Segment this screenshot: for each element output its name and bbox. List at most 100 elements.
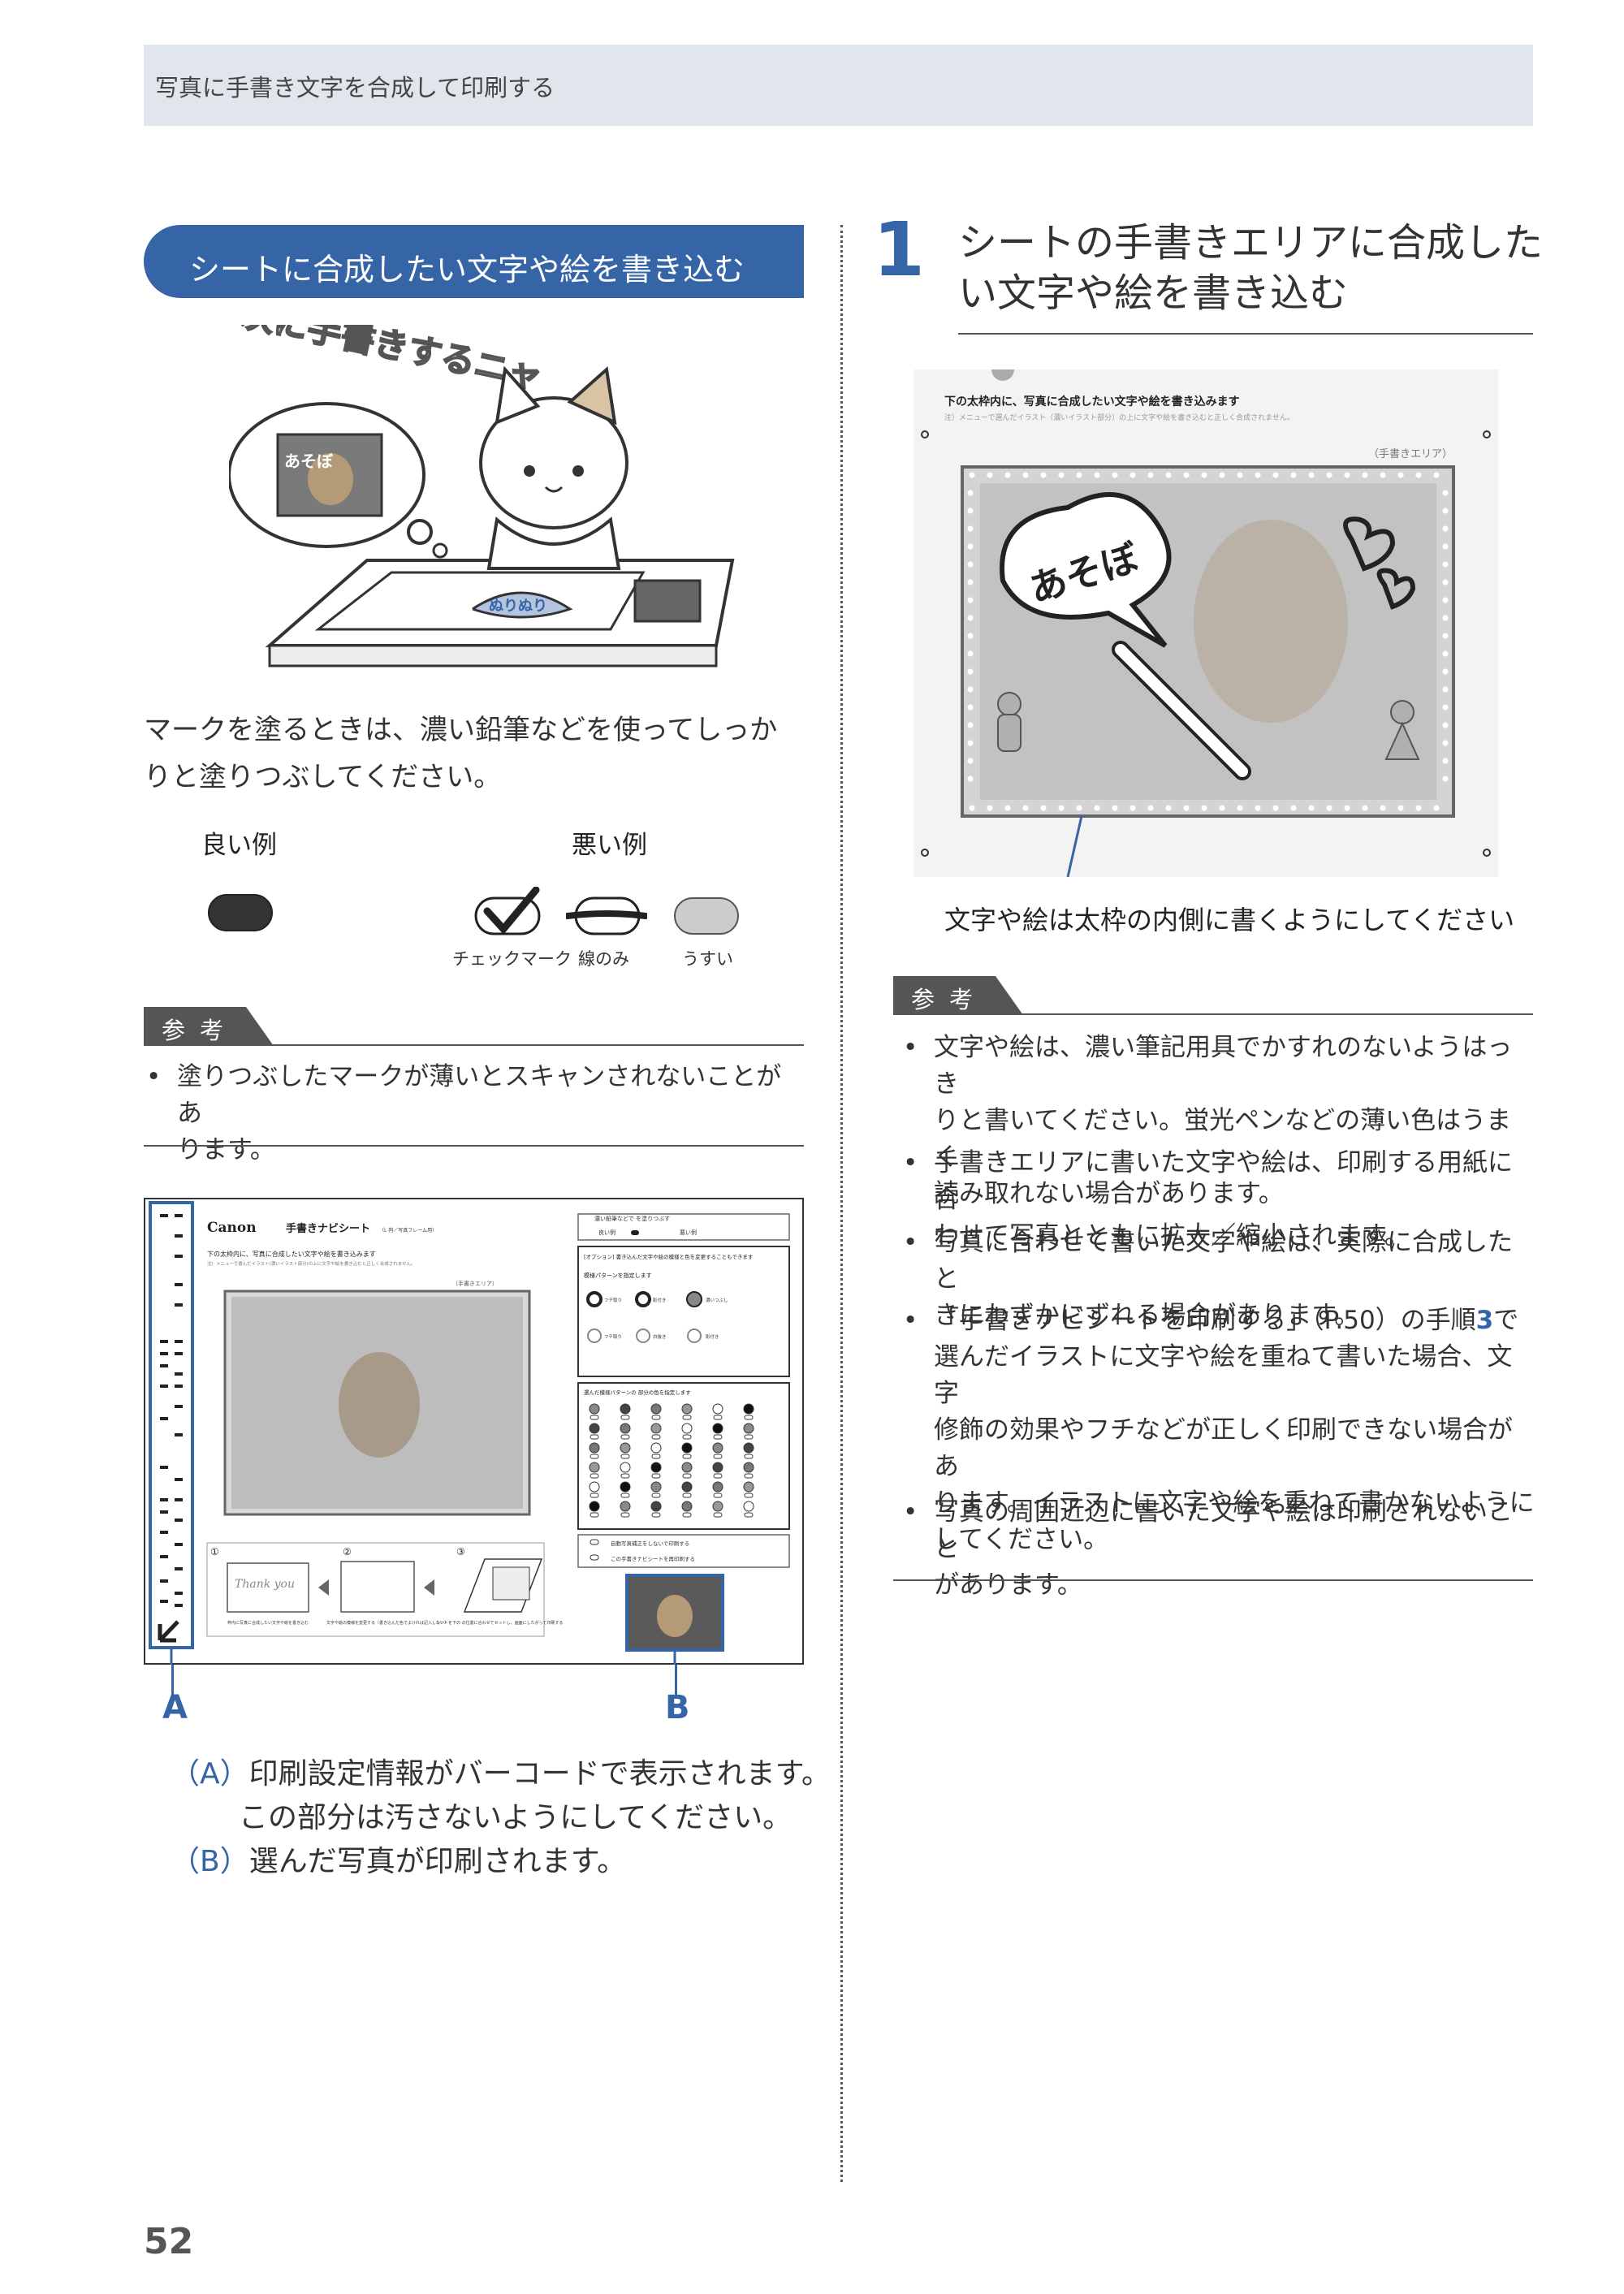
- cat-illustration: 次に手書きするニャ あそぼ ぬりぬり: [229, 325, 735, 667]
- navi-legend-good: 良い例: [598, 1229, 615, 1236]
- check-mark-example: [474, 887, 541, 935]
- navi-pattern-label: フチ取り: [604, 1298, 622, 1303]
- navi-step-caption: 枠内に写真に合成したい文字や絵を書き込む: [227, 1620, 309, 1626]
- check-mark-caption: チェックマーク: [452, 949, 572, 969]
- sheet-instruction: 下の太枠内に、写真に合成したい文字や絵を書き込みます: [944, 395, 1240, 408]
- bullet-line: わせて写真とともに拡大／縮小されます。: [934, 1221, 1410, 1251]
- bad-example-label: 悪い例: [572, 831, 647, 860]
- paren-item-a: （A）印刷設定情報がバーコードで表示されます。 この部分は汚さないようにしてくだ…: [171, 1752, 831, 1840]
- step-title-line: シートの手書きエリアに合成した: [958, 220, 1544, 266]
- step-title: シートの手書きエリアに合成した い文字や絵を書き込む: [958, 218, 1543, 318]
- navi-pattern-title: 模様パターンを指定します: [584, 1272, 652, 1279]
- faint-example: [674, 897, 739, 935]
- navi-pattern-label: フチ取り: [604, 1334, 622, 1340]
- reference-bullet: • 写真に合わせて書いた文字や絵は、実際に合成したと きにわずかにずれる場合があ…: [903, 1225, 1536, 1334]
- bullet-line: ります。イラストに文字や絵を重ねて書かないように: [934, 1488, 1535, 1518]
- intro-paragraph: マークを塗るときは、濃い鉛筆などを使ってしっか りと塗りつぶしてください。: [144, 706, 777, 801]
- bullet-line: 「手書きナビシートを印刷する」（P.50）の手順3で: [934, 1306, 1519, 1335]
- bullet-line: 選んだイラストに文字や絵を重ねて書いた場合、文字: [934, 1342, 1513, 1408]
- navi-step-num: ③: [456, 1546, 465, 1557]
- reference-bullet: • 塗りつぶしたマークが薄いとスキャンされないことがあ ります。: [146, 1059, 804, 1169]
- bullet-line: 手書きエリアに書いた文字や絵は、印刷する用紙に合: [934, 1148, 1513, 1214]
- navi-pattern-label: 白抜き: [653, 1333, 667, 1340]
- sheet-border-dots: [967, 472, 1449, 811]
- reference-bullet: • 手書きエリアに書いた文字や絵は、印刷する用紙に合 わせて写真とともに拡大／縮…: [903, 1145, 1536, 1255]
- bullet-line: 読み取れない場合があります。: [934, 1179, 1284, 1208]
- navi-step-caption: シートを下の の位置に合わせてセットし、画面にしたがって印刷する: [436, 1620, 563, 1626]
- intro-line: りと塗りつぶしてください。: [144, 761, 502, 793]
- barcode-highlight: [149, 1201, 194, 1649]
- navi-color-title: 選んだ模様パターンの 部分の色を指定します: [584, 1389, 691, 1396]
- navi-step-caption: 文字や絵の模様を変更する（書き込んだ色でよければ記入しない）: [326, 1620, 448, 1626]
- label-b: B: [665, 1689, 690, 1726]
- navi-brand: Canon: [207, 1220, 257, 1236]
- good-example-label: 良い例: [201, 831, 277, 860]
- bullet-line: してください。: [934, 1525, 1109, 1554]
- color-grid: [589, 1403, 754, 1518]
- navi-pattern-label: 影付き: [653, 1297, 667, 1303]
- paren-item-b: （B）選んだ写真が印刷されます。: [171, 1840, 626, 1884]
- column-divider: [840, 225, 843, 2182]
- reference-bullet: • 写真の周囲近辺に書いた文字や絵は印刷されないこと があります。: [903, 1494, 1536, 1604]
- paren-line: この部分は汚さないようにしてください。: [239, 1801, 793, 1834]
- sheet-caption: 文字や絵は太枠の内側に書くようにしてください: [944, 905, 1515, 935]
- cat-head: [479, 396, 628, 529]
- navi-pattern-label: 影付き: [706, 1333, 719, 1340]
- navi-legend-title: 濃い鉛筆などで を塗りつぶす: [594, 1215, 670, 1222]
- navi-title: 手書きナビシート: [286, 1222, 370, 1235]
- bullet-line: きにわずかにずれる場合があります。: [934, 1301, 1360, 1330]
- bullet-line: 写真に合わせて書いた文字や絵は、実際に合成したと: [934, 1228, 1513, 1294]
- speech-text: 次に手書きするニャ: [237, 325, 546, 396]
- reference-title: 参考: [911, 986, 988, 1013]
- navi-thank-you: Thank you: [235, 1578, 295, 1591]
- line-only-caption: 線のみ: [578, 949, 629, 969]
- page-header: 写真に手書き文字を合成して印刷する: [144, 45, 1533, 126]
- bullet-line: があります。: [934, 1570, 1082, 1600]
- navi-instruction: 下の太枠内に、写真に合成したい文字や絵を書き込みます: [207, 1250, 376, 1258]
- step-title-line: い文字や絵を書き込む: [958, 270, 1349, 316]
- bullet-line: 写真の周囲近辺に書いた文字や絵は印刷されないこと: [934, 1497, 1513, 1563]
- paren-label: （B）: [171, 1845, 249, 1878]
- paren-line: 選んだ写真が印刷されます。: [248, 1845, 627, 1878]
- bullet-line: 修飾の効果やフチなどが正しく印刷できない場合があ: [934, 1415, 1513, 1481]
- reference-title: 参考: [162, 1017, 239, 1044]
- navi-note: 注）メニューで選んだイラスト(濃いイラスト部分)の上に文字や絵を書き込むと正しく…: [207, 1260, 416, 1267]
- good-filled-mark: [208, 894, 273, 931]
- bullet-line: りと書いてください。蛍光ペンなどの薄い色はうまく: [934, 1106, 1512, 1172]
- navi-pattern-label: 濃いつぶし: [706, 1297, 728, 1303]
- reference-heading: 参考: [893, 976, 1533, 1015]
- handwriting-sheet-figure: 下の太枠内に、写真に合成したい文字や絵を書き込みます 注）メニューで選んだイラス…: [914, 369, 1498, 877]
- navi-step-num: ②: [343, 1546, 352, 1557]
- thought-photo-text: あそぼ: [284, 451, 334, 471]
- navi-area-label: （手書きエリア）: [452, 1280, 498, 1287]
- paren-line: 印刷設定情報がバーコードで表示されます。: [248, 1757, 831, 1791]
- faint-caption: うすい: [682, 949, 733, 969]
- bullet-line: 文字や絵は、濃い筆記用具でかすれのないようはっき: [934, 1033, 1513, 1099]
- sheet-note: 注）メニューで選んだイラスト（濃いイラスト部分）の上に文字や絵を書き込むと正しく…: [944, 413, 1294, 422]
- section-title: シートに合成したい文字や絵を書き込む: [189, 252, 745, 287]
- page-number: 52: [144, 2221, 194, 2262]
- navi-bottom-option: 自動写真補正をしないで印刷する: [611, 1540, 689, 1547]
- navi-option-title: [オプション] 書き込んだ文字や絵の模様と色を変更することもできます: [584, 1253, 754, 1260]
- step-number: 1: [873, 206, 926, 293]
- bullet-line: 塗りつぶしたマークが薄いとスキャンされないことがあ: [177, 1062, 782, 1128]
- barcode-marks: [160, 1214, 183, 1607]
- reference-bullet: • 文字や絵は、濃い筆記用具でかすれのないようはっき りと書いてください。蛍光ペ…: [903, 1030, 1536, 1212]
- navi-subtitle: （L 判／写真フレーム用）: [379, 1227, 437, 1233]
- navi-step-num: ①: [210, 1546, 219, 1557]
- label-a: A: [162, 1689, 188, 1726]
- step-reference-number: 3: [1475, 1306, 1494, 1335]
- reference-heading: 参考: [144, 1007, 804, 1046]
- line-only-example: [566, 896, 647, 935]
- bullet-line: ります。: [177, 1135, 275, 1164]
- navi-bottom-option: この手書きナビシートを再印刷する: [611, 1555, 695, 1562]
- paren-label: （A）: [171, 1757, 249, 1791]
- header-title: 写真に手書き文字を合成して印刷する: [155, 74, 555, 102]
- sheet-area-label: （手書きエリア）: [1368, 448, 1453, 460]
- navi-legend-bad: 悪い例: [680, 1229, 697, 1236]
- navi-sheet-figure: Canon 手書きナビシート （L 判／写真フレーム用） 下の太枠内に、写真に合…: [144, 1198, 804, 1665]
- pen-text: ぬりぬり: [489, 598, 547, 615]
- section-title-banner: シートに合成したい文字や絵を書き込む: [144, 225, 804, 298]
- reference-bullet: • 「手書きナビシートを印刷する」（P.50）の手順3で 選んだイラストに文字や…: [903, 1303, 1536, 1558]
- intro-line: マークを塗るときは、濃い鉛筆などを使ってしっか: [144, 714, 778, 746]
